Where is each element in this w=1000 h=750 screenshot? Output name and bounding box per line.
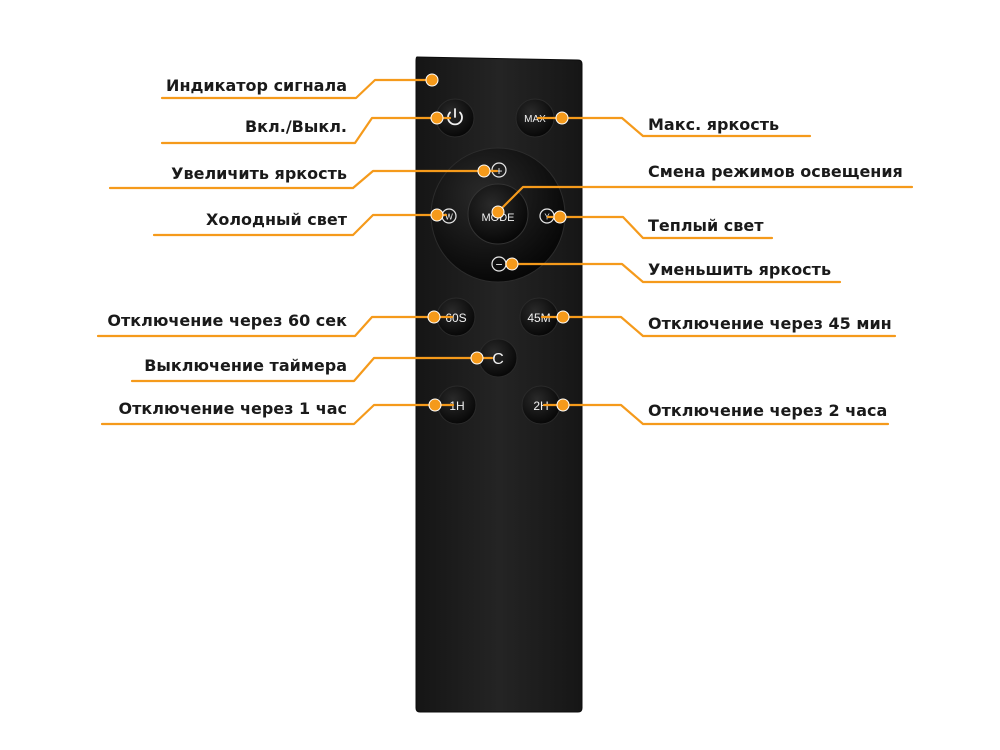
dot-off-60s [427, 310, 441, 324]
off-60s-label: 60S [445, 311, 466, 325]
label-power: Вкл./Выкл. [244, 117, 347, 136]
dot-warm-light [553, 210, 567, 224]
label-off-60s: Отключение через 60 сек [107, 311, 347, 330]
callout-mode [496, 185, 914, 214]
callout-off-45m [540, 315, 897, 338]
label-off-45m: Отключение через 45 мин [648, 314, 892, 333]
dot-off-2h [556, 398, 570, 412]
minus-label: − [495, 258, 502, 272]
dot-timer-cancel [470, 351, 484, 365]
dot-brightness-down [505, 257, 519, 271]
dot-max [555, 111, 569, 125]
callout-off-2h [542, 403, 890, 426]
off-1h-label: 1H [449, 399, 464, 413]
off-45m-label: 45M [527, 311, 550, 325]
callout-timer-cancel [130, 356, 494, 383]
cold-label: W [445, 213, 453, 222]
dot-signal-indicator [425, 73, 439, 87]
max-button-label: MAX [524, 114, 546, 125]
label-warm-light: Теплый свет [648, 216, 764, 235]
callout-cold-light [152, 213, 448, 237]
callout-off-60s [96, 315, 454, 338]
label-brightness-down: Уменьшить яркость [648, 260, 832, 279]
power-icon [447, 108, 463, 126]
callout-dots [425, 73, 570, 412]
callout-brightness-down [504, 262, 842, 284]
callout-brightness-up [108, 169, 499, 190]
label-max-brightness: Макс. яркость [648, 115, 780, 134]
callout-signal-indicator [160, 78, 434, 100]
dot-off-45m [556, 310, 570, 324]
callout-warm-light [546, 215, 774, 240]
dot-power [430, 111, 444, 125]
label-cold-light: Холодный свет [206, 210, 347, 229]
dot-brightness-up [477, 164, 491, 178]
label-mode-switch: Смена режимов освещения [648, 162, 903, 181]
label-signal-indicator: Индикатор сигнала [166, 76, 347, 95]
timer-cancel-label: C [492, 351, 504, 368]
plus-label: + [495, 164, 502, 178]
callout-power [160, 116, 452, 145]
callout-max [536, 116, 812, 138]
dot-cold-light [430, 208, 444, 222]
label-timer-cancel: Выключение таймера [144, 356, 347, 375]
label-brightness-up: Увеличить яркость [171, 164, 347, 183]
label-off-2h: Отключение через 2 часа [648, 401, 888, 420]
dot-mode [491, 205, 505, 219]
off-2h-label: 2H [533, 399, 548, 413]
callout-lines [96, 78, 914, 426]
label-off-1h: Отключение через 1 час [118, 399, 347, 418]
callout-off-1h [100, 403, 455, 426]
dot-off-1h [428, 398, 442, 412]
